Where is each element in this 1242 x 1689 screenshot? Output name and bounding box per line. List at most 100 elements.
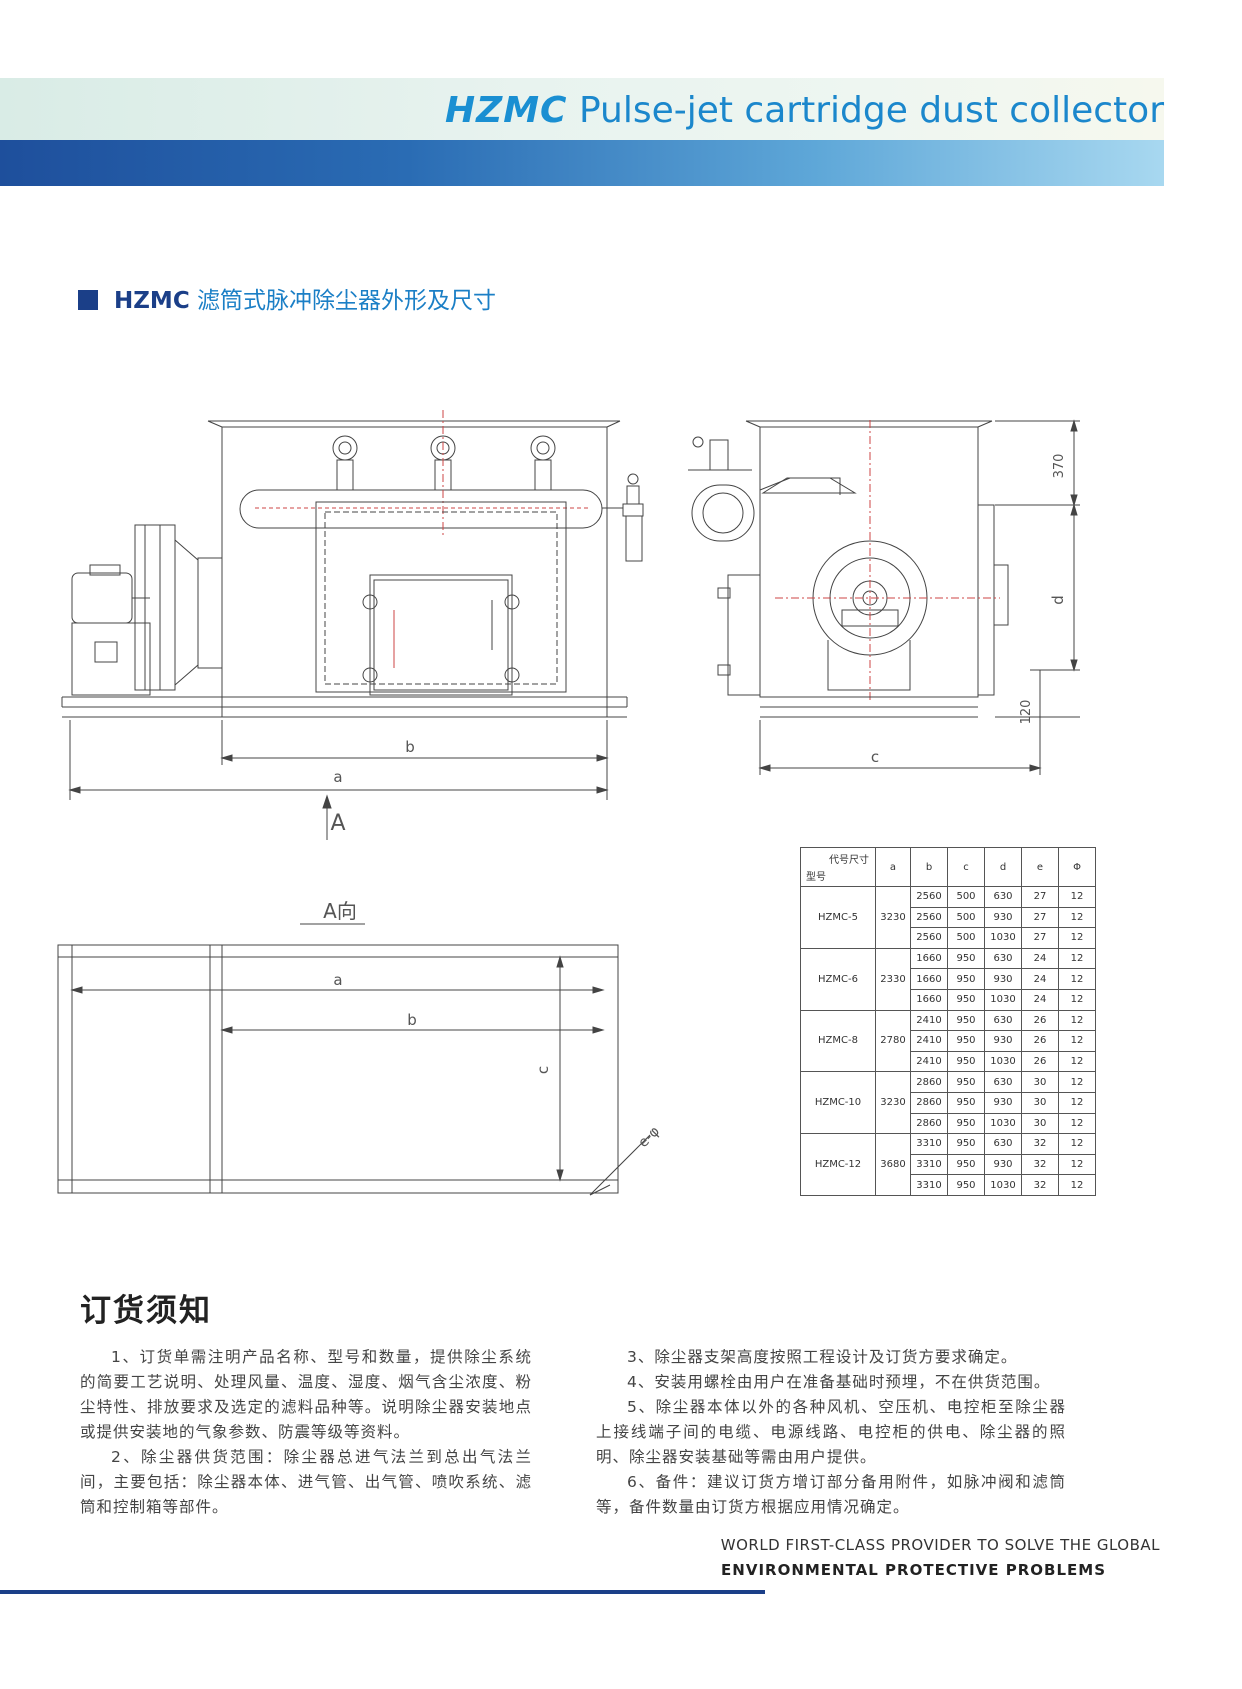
section-square-icon <box>78 290 98 310</box>
table-cell: 950 <box>947 1133 985 1155</box>
table-cell: 930 <box>984 1030 1022 1052</box>
table-header-bottom: 型号 <box>806 872 826 883</box>
table-cell: 2560 <box>910 927 948 949</box>
table-cell: 32 <box>1021 1174 1059 1196</box>
table-cell: 950 <box>947 1091 985 1114</box>
table-cell: 12 <box>1058 988 1096 1011</box>
table-cell: 1660 <box>910 968 948 990</box>
table-cell: 950 <box>947 1174 985 1196</box>
order-note-1: 1、订货单需注明产品名称、型号和数量，提供除尘系统的简要工艺说明、处理风量、温度… <box>80 1348 532 1441</box>
table-cell: 950 <box>947 1030 985 1052</box>
table-cell: 27 <box>1021 906 1059 929</box>
table-cell: 12 <box>1058 1030 1096 1052</box>
table-row: 2860 950 930 30 12 <box>801 1091 1096 1114</box>
table-cell: 27 <box>1021 927 1059 949</box>
table-model: HZMC-5 <box>800 886 876 949</box>
view-arrow-label: A <box>330 811 345 836</box>
dim-label-120: 120 <box>1019 700 1034 725</box>
dim-label-370: 370 <box>1052 454 1067 479</box>
table-cell: 500 <box>947 886 985 908</box>
dim-label-c-side: c <box>871 748 879 766</box>
table-header-top: 代号尺寸 <box>829 855 869 866</box>
table-cell: 950 <box>947 1050 985 1073</box>
table-cell: 24 <box>1021 968 1059 990</box>
table-cell: 1660 <box>910 947 948 970</box>
dim-label-d: d <box>1049 595 1067 605</box>
plan-dim-a: a <box>333 971 342 989</box>
air-filter-icon <box>602 473 644 562</box>
dim-label-a: a <box>333 768 342 786</box>
table-cell: 32 <box>1021 1153 1059 1176</box>
table-cell: 630 <box>984 886 1022 908</box>
table-cell: 2860 <box>910 1112 948 1135</box>
table-model: HZMC-6 <box>800 947 876 1011</box>
fan-scroll-icon <box>812 504 1009 696</box>
table-cell: 2410 <box>910 1050 948 1073</box>
plan-dim-e-phi: e-φ <box>635 1123 663 1151</box>
table-cell: 930 <box>984 906 1022 929</box>
order-notes-left: 1、订货单需注明产品名称、型号和数量，提供除尘系统的简要工艺说明、处理风量、温度… <box>80 1345 532 1520</box>
table-row: HZMC-10 3230 2860 950 630 30 12 <box>800 1071 1096 1135</box>
table-cell: 3310 <box>910 1133 948 1155</box>
table-cell: 630 <box>984 1133 1022 1155</box>
table-cell: 30 <box>1021 1112 1059 1135</box>
table-cell: 24 <box>1021 988 1059 1011</box>
dimension-table: 代号尺寸 型号 a b c d e Φ HZMC-5 3230 2560 500… <box>800 847 1096 1196</box>
header-title: HZMC Pulse-jet cartridge dust collector <box>445 86 1164 136</box>
view-title: A向 <box>323 899 357 923</box>
table-col-d: d <box>984 847 1022 887</box>
table-row: HZMC-12 3680 3310 950 630 32 12 <box>800 1133 1096 1196</box>
table-col-phi: Φ <box>1058 847 1096 887</box>
table-cell: 12 <box>1058 1112 1096 1135</box>
table-cell: 500 <box>947 906 985 929</box>
table-cell: 2860 <box>910 1091 948 1114</box>
table-cell: 30 <box>1021 1091 1059 1114</box>
table-cell: 1030 <box>984 1174 1022 1196</box>
table-cell: 950 <box>947 968 985 990</box>
table-col-b: b <box>910 847 948 887</box>
order-notes-title: 订货须知 <box>80 1293 212 1329</box>
table-cell: 930 <box>984 968 1022 990</box>
table-cell: 26 <box>1021 1050 1059 1073</box>
table-cell: 12 <box>1058 1091 1096 1114</box>
table-cell: 630 <box>984 1009 1022 1032</box>
table-row: 1660 950 1030 24 12 <box>801 988 1096 1011</box>
table-cell: 2860 <box>910 1071 948 1093</box>
table-cell: 12 <box>1058 1050 1096 1073</box>
table-cell: 950 <box>947 1112 985 1135</box>
table-corner-header: 代号尺寸 型号 <box>800 847 876 887</box>
section-title: HZMC 滤筒式脉冲除尘器外形及尺寸 <box>78 283 496 319</box>
table-cell: 12 <box>1058 927 1096 949</box>
table-cell: 1030 <box>984 1112 1022 1135</box>
table-cell: 1030 <box>984 927 1022 949</box>
table-cell: 3310 <box>910 1153 948 1176</box>
table-row: HZMC-8 2780 2410 950 630 26 12 <box>800 1009 1096 1073</box>
order-note-6: 6、备件：建议订货方增订部分备用附件，如脉冲阀和滤筒等，备件数量由订货方根据应用… <box>596 1473 1066 1516</box>
table-header-row: 代号尺寸 型号 a b c d e Φ <box>800 847 1096 887</box>
table-cell: 630 <box>984 947 1022 970</box>
table-cell: 930 <box>984 1153 1022 1176</box>
table-model: HZMC-12 <box>800 1133 876 1196</box>
table-cell: 630 <box>984 1071 1022 1093</box>
table-cell: 32 <box>1021 1133 1059 1155</box>
footer-slogan-line2: ENVIRONMENTAL PROTECTIVE PROBLEMS <box>721 1561 1106 1579</box>
table-row: 3310 950 1030 32 12 <box>801 1174 1096 1196</box>
plan-dim-c: c <box>534 1066 552 1074</box>
table-cell: 12 <box>1058 947 1096 970</box>
table-cell: 950 <box>947 988 985 1011</box>
order-notes-right: 3、除尘器支架高度按照工程设计及订货方要求确定。 4、安装用螺栓由用户在准备基础… <box>596 1345 1066 1520</box>
table-cell: 12 <box>1058 1174 1096 1196</box>
plan-dim-b: b <box>407 1011 417 1029</box>
table-model: HZMC-10 <box>800 1071 876 1135</box>
table-cell: 1030 <box>984 988 1022 1011</box>
header-blue-band <box>0 140 1164 186</box>
table-cell: 950 <box>947 947 985 970</box>
table-a: 2330 <box>875 947 911 1011</box>
order-note-4: 4、安装用螺栓由用户在准备基础时预埋，不在供货范围。 <box>627 1373 1051 1391</box>
table-cell: 12 <box>1058 1071 1096 1093</box>
table-cell: 2560 <box>910 886 948 908</box>
table-cell: 12 <box>1058 1153 1096 1176</box>
table-cell: 26 <box>1021 1030 1059 1052</box>
table-row: 2410 950 1030 26 12 <box>801 1050 1096 1073</box>
